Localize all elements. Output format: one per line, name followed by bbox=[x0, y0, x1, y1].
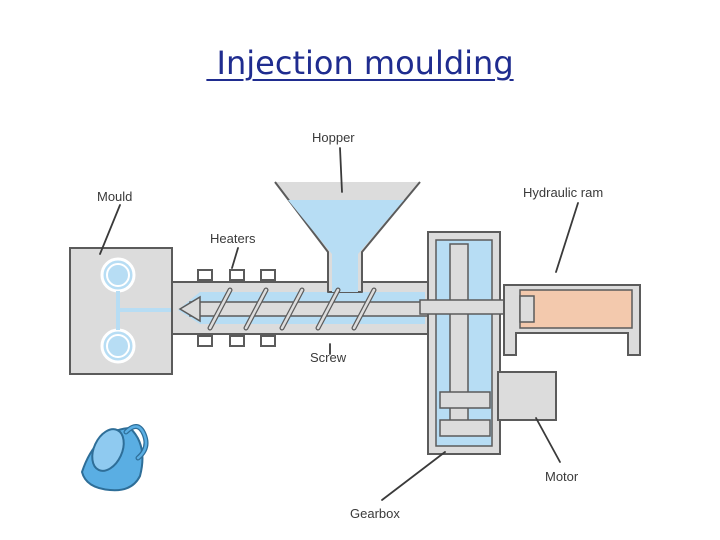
motor-label: Motor bbox=[545, 469, 579, 484]
gearbox bbox=[427, 231, 501, 455]
screw bbox=[178, 287, 461, 331]
cup-icon bbox=[80, 424, 149, 492]
hopper-label: Hopper bbox=[312, 130, 355, 145]
gearbox-label: Gearbox bbox=[350, 506, 400, 521]
gearbox-leader bbox=[381, 451, 446, 501]
hydraulic-ram-leader bbox=[555, 202, 579, 273]
page-title[interactable]: Injection moulding bbox=[206, 44, 514, 82]
hydraulic-ram-label: Hydraulic ram bbox=[523, 185, 603, 200]
hopper bbox=[274, 181, 421, 293]
mould-label: Mould bbox=[97, 189, 132, 204]
screw-label: Screw bbox=[310, 350, 347, 365]
hopper-leader bbox=[339, 147, 343, 193]
heaters-label: Heaters bbox=[210, 231, 256, 246]
mould bbox=[69, 247, 180, 375]
mould-leader bbox=[99, 204, 121, 255]
heaters-leader bbox=[231, 247, 239, 269]
heaters bbox=[197, 269, 276, 347]
leader-lines bbox=[99, 147, 579, 501]
motor-leader bbox=[535, 417, 561, 463]
motor bbox=[497, 371, 557, 421]
hydraulic-ram bbox=[503, 284, 641, 356]
